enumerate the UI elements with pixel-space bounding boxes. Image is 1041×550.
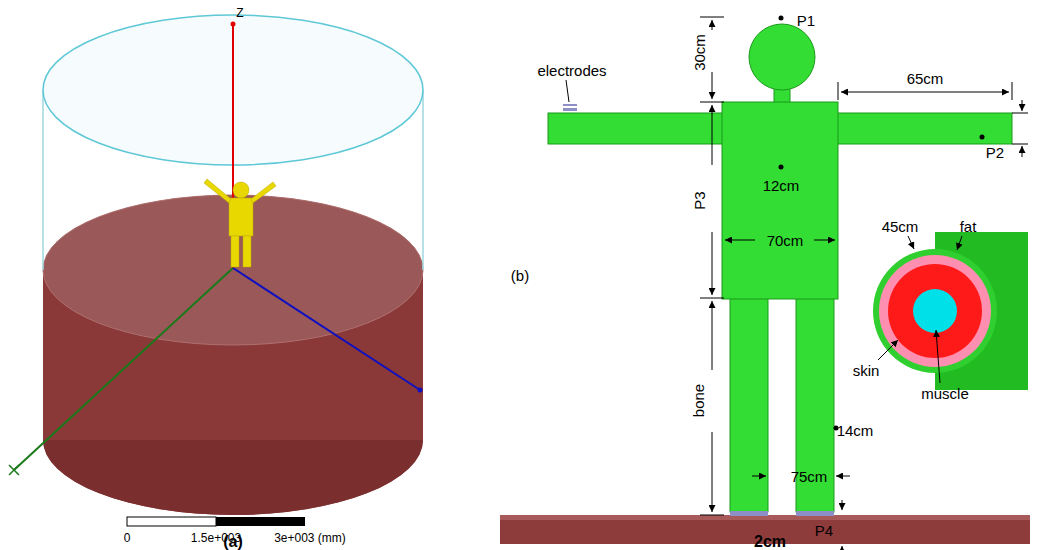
panel-label: (a) [223, 534, 243, 550]
scale-value: 0 [124, 532, 131, 544]
part-label: skin [853, 363, 880, 378]
axes [9, 22, 423, 476]
dimension-label: 30cm [692, 32, 707, 73]
dimension-label: bone [692, 381, 707, 418]
dimension-label: 75cm [791, 469, 828, 484]
cross-section [873, 232, 1028, 390]
dimension-lines [700, 17, 1028, 550]
label: (b) [511, 268, 529, 283]
scale-value: 3e+003 (mm) [274, 532, 346, 544]
point-label: 12cm [763, 178, 800, 193]
part-label: 45cm [882, 219, 919, 234]
point-label: P2 [986, 145, 1004, 160]
cylinder-domain [43, 15, 423, 515]
dimension-label: 65cm [907, 71, 944, 86]
leader-lines [566, 80, 962, 383]
part-label: muscle [921, 386, 969, 401]
axis-label: Z [236, 7, 243, 19]
dimension-label: P4 [815, 523, 833, 538]
small-human [204, 179, 276, 267]
measure-points [779, 16, 985, 431]
human-model [548, 24, 1012, 512]
dimension-label: 70cm [767, 233, 804, 248]
part-label: fat [960, 219, 977, 234]
scale-bar [127, 517, 305, 526]
panel-label: 2cm [754, 534, 786, 550]
dimension-label: P3 [691, 189, 706, 211]
electrode-pads [563, 104, 834, 516]
part-label: electrodes [537, 63, 606, 78]
point-label: P1 [797, 13, 815, 28]
point-label: 14cm [837, 423, 874, 438]
